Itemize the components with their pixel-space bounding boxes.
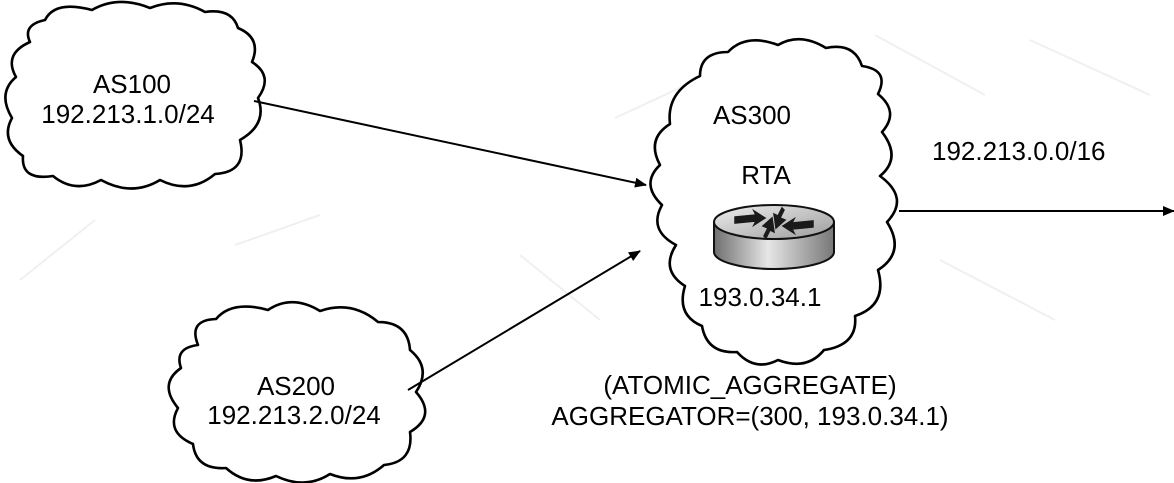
as200-cloud: AS200 192.213.2.0/24 xyxy=(167,300,427,483)
as100-cloud: AS100 192.213.1.0/24 xyxy=(4,0,266,190)
as200-name: AS200 xyxy=(257,371,335,401)
atomic-aggregate-label: (ATOMIC_AGGREGATE) xyxy=(603,370,896,400)
as200-to-as300-arrow xyxy=(407,250,641,391)
as100-to-as300-arrow xyxy=(253,100,647,188)
router-rta-label: RTA xyxy=(741,160,791,190)
as100-name: AS100 xyxy=(93,69,171,99)
as200-prefix: 192.213.2.0/24 xyxy=(207,400,381,430)
as300-name: AS300 xyxy=(713,100,791,130)
background-watermark xyxy=(19,34,1151,321)
aggregator-label: AGGREGATOR=(300, 193.0.34.1) xyxy=(551,401,948,431)
as300-cloud: AS300 RTA 193.0.34.1 xyxy=(649,37,899,366)
output-prefix-label: 192.213.0.0/16 xyxy=(932,136,1106,166)
router-ip-label: 193.0.34.1 xyxy=(699,282,822,312)
as100-prefix: 192.213.1.0/24 xyxy=(41,99,215,129)
links xyxy=(253,100,1174,391)
router-icon xyxy=(713,204,835,270)
